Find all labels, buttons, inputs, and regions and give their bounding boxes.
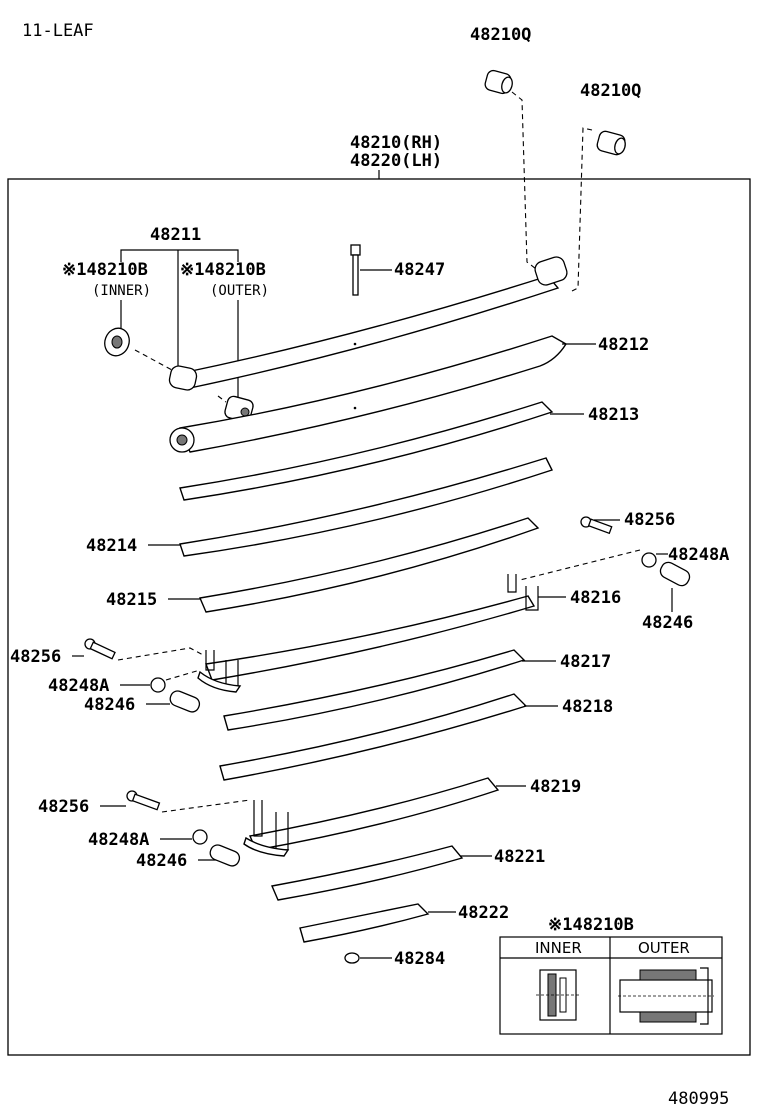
part-label-48246-left-lower: 48246 bbox=[136, 851, 187, 871]
leaf-48214 bbox=[179, 457, 553, 557]
inner-bushing-section bbox=[536, 969, 580, 1021]
leaf-48222 bbox=[299, 903, 430, 943]
bolt-48247 bbox=[350, 244, 361, 296]
collar-48248a-left-lower bbox=[192, 829, 208, 845]
inset-title: ※148210B bbox=[548, 915, 634, 935]
bolt-48256-left-lower bbox=[126, 790, 161, 811]
bushing-48210q-right bbox=[596, 130, 626, 156]
part-label-48211: 48211 bbox=[150, 225, 201, 245]
leaf-48212 bbox=[169, 335, 567, 453]
outer-bushing-sub: (OUTER) bbox=[210, 283, 269, 299]
part-label-48214: 48214 bbox=[86, 536, 137, 556]
dash-inner-bushing bbox=[134, 349, 173, 371]
dash-48248a-left-upper bbox=[165, 669, 201, 681]
dash-48210q-right bbox=[569, 127, 593, 293]
assembly-frame bbox=[7, 178, 751, 1056]
leaf-count-label: 11-LEAF bbox=[22, 21, 94, 41]
leaf-48219 bbox=[243, 777, 500, 857]
collar-48248a-right bbox=[641, 552, 657, 568]
assembly-rh-label: 48210(RH) bbox=[350, 133, 442, 153]
bushing-48246-right bbox=[659, 561, 691, 587]
part-label-48248a-left-upper: 48248A bbox=[48, 676, 109, 696]
part-label-48247: 48247 bbox=[394, 260, 445, 280]
inner-bushing-label: ※148210B bbox=[62, 260, 148, 280]
part-label-48210q-right: 48210Q bbox=[580, 81, 641, 101]
part-label-48256-right: 48256 bbox=[624, 510, 675, 530]
part-label-48256-left-upper: 48256 bbox=[10, 647, 61, 667]
leaf-48221 bbox=[271, 845, 464, 901]
bushing-48246-left-upper bbox=[169, 690, 201, 713]
nut-48284 bbox=[344, 952, 360, 964]
bushing-48210q-top bbox=[484, 69, 513, 95]
part-label-48219: 48219 bbox=[530, 777, 581, 797]
leaf-48213 bbox=[179, 401, 554, 501]
dash-48256-left-upper bbox=[117, 647, 206, 661]
part-label-48215: 48215 bbox=[106, 590, 157, 610]
dash-48210q-top bbox=[511, 91, 541, 273]
inset-col-outer: OUTER bbox=[638, 939, 690, 957]
assembly-lh-label: 48220(LH) bbox=[350, 151, 442, 171]
inner-bushing bbox=[104, 327, 130, 357]
part-label-48246-left-upper: 48246 bbox=[84, 695, 135, 715]
leaf-main bbox=[168, 256, 568, 391]
part-label-48210q-top: 48210Q bbox=[470, 25, 531, 45]
part-label-48246-right: 48246 bbox=[642, 613, 693, 633]
bolt-48256-left-upper bbox=[84, 638, 116, 660]
outer-bushing-label: ※148210B bbox=[180, 260, 266, 280]
bolt-48256-right bbox=[580, 516, 613, 535]
dash-48256-right bbox=[519, 549, 641, 581]
part-label-48216: 48216 bbox=[570, 588, 621, 608]
part-label-48217: 48217 bbox=[560, 652, 611, 672]
outer-bushing-section bbox=[618, 967, 714, 1025]
part-label-48284: 48284 bbox=[394, 949, 445, 969]
leaf-48215 bbox=[199, 517, 540, 613]
bracket-48211 bbox=[120, 249, 239, 262]
leaf-48216 bbox=[197, 574, 539, 693]
dash-outer-bushing bbox=[217, 395, 227, 403]
part-label-48256-left-lower: 48256 bbox=[38, 797, 89, 817]
leaf-48218 bbox=[219, 693, 528, 781]
part-label-48222: 48222 bbox=[458, 903, 509, 923]
part-label-48213: 48213 bbox=[588, 405, 639, 425]
part-label-48218: 48218 bbox=[562, 697, 613, 717]
inset-col-inner: INNER bbox=[535, 939, 582, 957]
part-label-48212: 48212 bbox=[598, 335, 649, 355]
leaf-48217 bbox=[223, 649, 526, 731]
figure-number: 480995 bbox=[668, 1089, 729, 1109]
collar-48248a-left-upper bbox=[150, 677, 166, 693]
part-label-48221: 48221 bbox=[494, 847, 545, 867]
part-label-48248a-left-lower: 48248A bbox=[88, 830, 149, 850]
dash-48256-left-lower bbox=[161, 799, 251, 813]
inner-bushing-sub: (INNER) bbox=[92, 283, 151, 299]
part-label-48248a-right: 48248A bbox=[668, 545, 729, 565]
bushing-48246-left-lower bbox=[209, 844, 241, 867]
